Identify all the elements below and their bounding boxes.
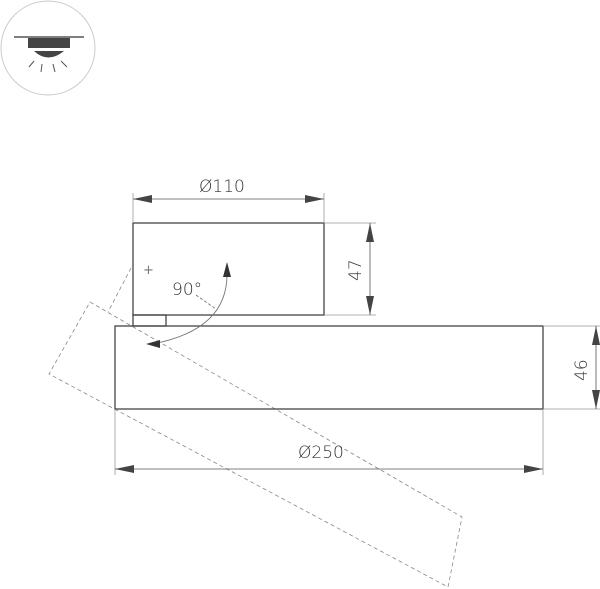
main-body [114, 325, 544, 410]
rotated-body-outline [48, 267, 463, 588]
bottom-height-label: 46 [572, 359, 592, 381]
dimension-top-diameter [132, 193, 325, 223]
top-diameter-label: Ø110 [199, 177, 245, 197]
bottom-diameter-label: Ø250 [298, 443, 344, 463]
center-mark: + [143, 263, 154, 278]
rotation-arc [146, 262, 231, 348]
dimension-top-height [324, 222, 376, 316]
ceiling-light-icon [0, 0, 96, 96]
dimension-bottom-diameter [114, 409, 544, 475]
rotation-angle-label: 90° [172, 280, 202, 300]
top-height-label: 47 [346, 259, 366, 281]
dimension-bottom-height [543, 325, 600, 410]
